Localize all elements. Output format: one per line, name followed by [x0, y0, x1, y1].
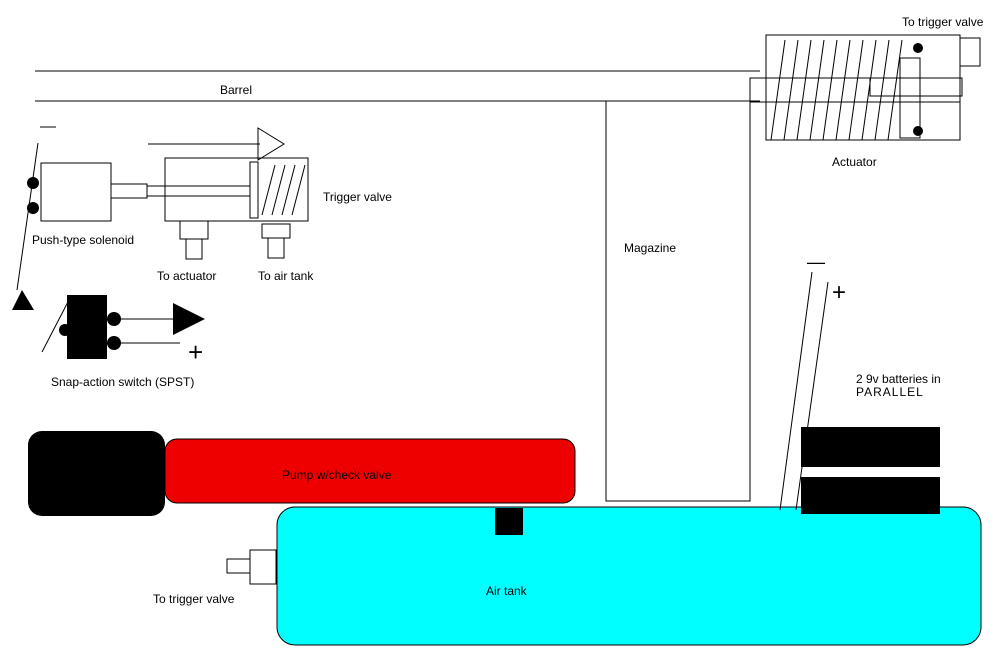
- to-trigger-valve-top-label: To trigger valve: [902, 15, 984, 29]
- batteries-label-line1: 2 9v batteries in: [856, 372, 941, 386]
- trigger-valve: [148, 127, 309, 260]
- barrel: [35, 70, 760, 102]
- battery-top: [801, 427, 940, 467]
- magazine: [605, 100, 751, 502]
- trigger-valve-label: Trigger valve: [323, 190, 392, 204]
- battery-plus-sign: +: [832, 279, 846, 306]
- air-tank-port: [249, 549, 277, 585]
- solenoid-wiring: [12, 126, 56, 310]
- actuator-label: Actuator: [832, 155, 877, 169]
- push-type-solenoid: [27, 162, 250, 222]
- actuator-terminal-bottom: [913, 126, 923, 136]
- switch-label: Snap-action switch (SPST): [51, 375, 194, 389]
- actuator-terminal-top: [913, 43, 923, 53]
- switch-plus-sign: +: [188, 337, 203, 367]
- solenoid-terminal-bottom: [27, 202, 39, 214]
- port-to-actuator: [179, 220, 209, 240]
- air-tank-body: [276, 506, 982, 646]
- batteries: [779, 271, 940, 514]
- to-air-tank-label: To air tank: [258, 269, 314, 283]
- magazine-label: Magazine: [624, 241, 676, 255]
- barrel-label: Barrel: [220, 83, 252, 97]
- wire-terminal-arrow: [12, 290, 34, 310]
- switch-lever: [41, 297, 71, 353]
- pump-body: [164, 438, 576, 504]
- battery-bottom: [801, 477, 940, 514]
- pump: [28, 431, 576, 516]
- port-to-air-tank: [261, 223, 291, 239]
- to-actuator-label: To actuator: [157, 269, 216, 283]
- snap-action-switch: [41, 295, 205, 359]
- battery-wire-plus: [795, 281, 829, 511]
- switch-output-arrow: [173, 303, 205, 335]
- actuator-port: [959, 37, 981, 67]
- check-valve-block: [495, 508, 523, 535]
- air-tank-label: Air tank: [486, 584, 528, 598]
- pump-handle: [28, 431, 165, 516]
- trigger-valve-spring: [261, 164, 306, 216]
- battery-wire-minus: [779, 271, 813, 511]
- batteries-label-line2: PARALLEL: [856, 385, 924, 399]
- actuator: [749, 34, 981, 141]
- direction-arrow: [257, 127, 285, 161]
- solenoid-label: Push-type solenoid: [32, 233, 134, 247]
- switch-body: [67, 295, 107, 359]
- solenoid-terminal-top: [27, 177, 39, 189]
- air-tank: [226, 506, 982, 646]
- actuator-spring: [770, 39, 903, 141]
- pump-label: Pump w/check valve: [282, 468, 392, 482]
- battery-minus-sign: —: [807, 252, 825, 272]
- to-trigger-valve-bottom-label: To trigger valve: [153, 592, 235, 606]
